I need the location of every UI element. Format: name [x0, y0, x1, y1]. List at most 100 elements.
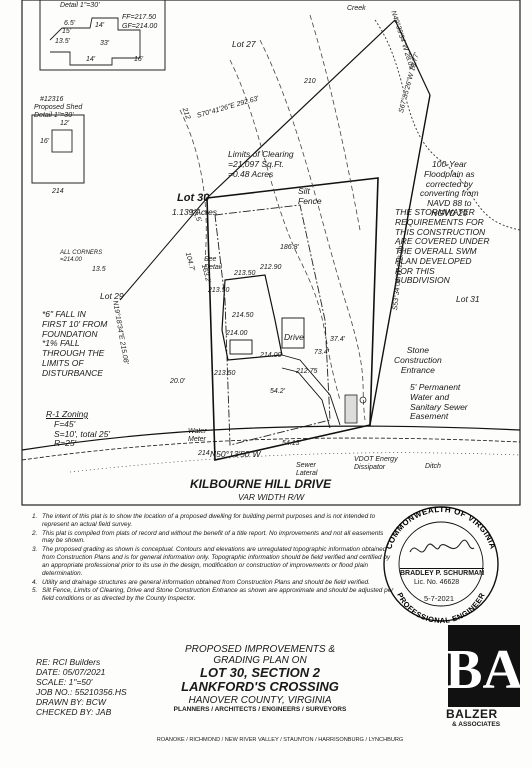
- zoning-label: R-1 Zoning F=45' S=10', total 25' R=25': [46, 409, 110, 449]
- ff-label: FF=217.50: [122, 14, 157, 21]
- seal-outer-ring: [383, 506, 499, 622]
- contour-line: [229, 59, 341, 401]
- dim-13-5-label: 13.5: [92, 266, 106, 273]
- dim-37-label: 37.4': [330, 336, 345, 343]
- dim-label: 16': [134, 56, 144, 63]
- all-corners-label: ALL CORNERS=214.00: [60, 250, 103, 263]
- dim-73-label: 73.4': [314, 349, 329, 356]
- shed-outline: [51, 129, 73, 153]
- spot-elev: 214.00: [260, 352, 282, 359]
- spot-elev: 212.90: [260, 264, 282, 271]
- lot-acreage-label: 1.139 Acres: [172, 207, 218, 217]
- contour-line: [179, 109, 207, 261]
- firm-disciplines: PLANNERS / ARCHITECTS / ENGINEERS / SURV…: [173, 705, 347, 713]
- spot-elev: 213.50: [234, 270, 256, 277]
- shed-id-label: #12316: [40, 96, 64, 103]
- title-subdivision: LANKFORD'S CROSSING: [181, 679, 339, 695]
- floodplain-line: [374, 19, 521, 231]
- dim-20-label: 20.0': [170, 378, 185, 385]
- right-of-way-label: VAR WIDTH R/W: [238, 492, 305, 502]
- shed-height-label: 16': [40, 138, 50, 145]
- creek-label: Creek: [347, 5, 366, 12]
- spot-elev: 214.00: [226, 330, 248, 337]
- driveway-edge: [281, 367, 331, 429]
- title-block: PROPOSED IMPROVEMENTS & GRADING PLAN ON …: [130, 644, 390, 713]
- office-locations: ROANOKE / RICHMOND / NEW RIVER VALLEY / …: [156, 737, 404, 743]
- limits-of-clearing: [214, 204, 331, 446]
- shed-detail-label: Detail 1"=30': [34, 112, 74, 119]
- lot-27-line: [206, 19, 396, 199]
- dim-label: 6.5': [64, 20, 76, 27]
- dim-label: 14': [95, 22, 105, 29]
- dim-label: 33': [100, 40, 110, 47]
- road-edge: [21, 437, 521, 461]
- lot-29-line: [119, 197, 208, 301]
- contour-label-214: 214: [52, 188, 64, 195]
- signature: [409, 539, 475, 553]
- sheet-border: [21, 0, 521, 506]
- bottom-bearing-label: N50°13'50"W: [210, 449, 261, 459]
- gf-label: GF=214.00: [122, 23, 158, 30]
- dim-54-2-label: 54.2': [270, 388, 285, 395]
- house-detail-box: [39, 0, 166, 71]
- spot-elev: 212.75: [296, 368, 318, 375]
- garage-outline: [229, 339, 253, 355]
- lot-29-label: Lot 29: [100, 291, 124, 301]
- note-item: 2.This plat is compiled from plats of re…: [32, 529, 384, 545]
- logo-mark: BA: [445, 639, 523, 701]
- job-info: RE: RCI Builders DATE: 05/07/2021 SCALE:…: [36, 657, 127, 718]
- note-item: 4.Utility and drainage structures are ge…: [32, 578, 370, 586]
- contour-line: [259, 39, 366, 421]
- manhole-symbol: [359, 396, 367, 404]
- title-line: GRADING PLAN ON: [213, 655, 307, 666]
- seal-date: 5-7-2021: [424, 594, 455, 603]
- seal-inner-ring: [398, 521, 484, 607]
- contour-line: [309, 14, 361, 231]
- note-item: 3.The proposed grading as shown is conce…: [32, 546, 391, 577]
- seal-license: Lic. No. 46628: [414, 579, 460, 586]
- spot-elev: 213.50: [214, 370, 236, 377]
- logo-block: [448, 625, 520, 707]
- seal-name: BRADLEY P. SCHURMAN: [400, 568, 485, 577]
- drive-label: Drive: [284, 332, 304, 342]
- logo-name: BALZER: [446, 707, 498, 721]
- title-county: HANOVER COUNTY, VIRGINIA: [188, 694, 332, 706]
- dim-54-13-label: 54.13': [282, 440, 301, 447]
- limits-of-clearing-label: Limits of Clearing=21,097 Sq.Ft.=0.48 Ac…: [228, 149, 294, 179]
- seal-ring-top-text: COMMONWEALTH OF VIRGINIA: [384, 505, 497, 550]
- porch-outline: [281, 317, 305, 349]
- title-line: PROPOSED IMPROVEMENTS &: [184, 644, 336, 655]
- lot-31-label: Lot 31: [456, 294, 480, 304]
- note-item: 1.The intent of this plat is to show the…: [32, 513, 376, 528]
- driveway-edge: [281, 354, 341, 426]
- contour-label-210: 210: [304, 78, 316, 85]
- title-lot: LOT 30, SECTION 2: [200, 665, 320, 680]
- logo-subtitle: & ASSOCIATES: [452, 721, 501, 728]
- spot-elev: 214.50: [232, 312, 254, 319]
- shed-name-label: Proposed Shed: [34, 104, 83, 111]
- dim-186-label: 186.8': [280, 244, 299, 251]
- detail-top-label: Detail 1"=30': [60, 2, 100, 9]
- contour-label-214: 214: [198, 450, 210, 457]
- right-line-upper: [394, 19, 431, 96]
- energy-dissipator: [344, 394, 358, 424]
- house-detail-outline: [49, 17, 141, 66]
- shed-detail-box: [31, 114, 85, 184]
- ditch-line: [69, 452, 521, 473]
- general-notes: 1.The intent of this plat is to show the…: [32, 513, 394, 604]
- street-name: KILBOURNE HILL DRIVE: [190, 477, 332, 491]
- dim-label: 13.5': [55, 38, 70, 45]
- lot-30-label: Lot 30: [177, 192, 210, 204]
- lot-27-label: Lot 27: [232, 39, 256, 49]
- road-edge: [21, 425, 521, 451]
